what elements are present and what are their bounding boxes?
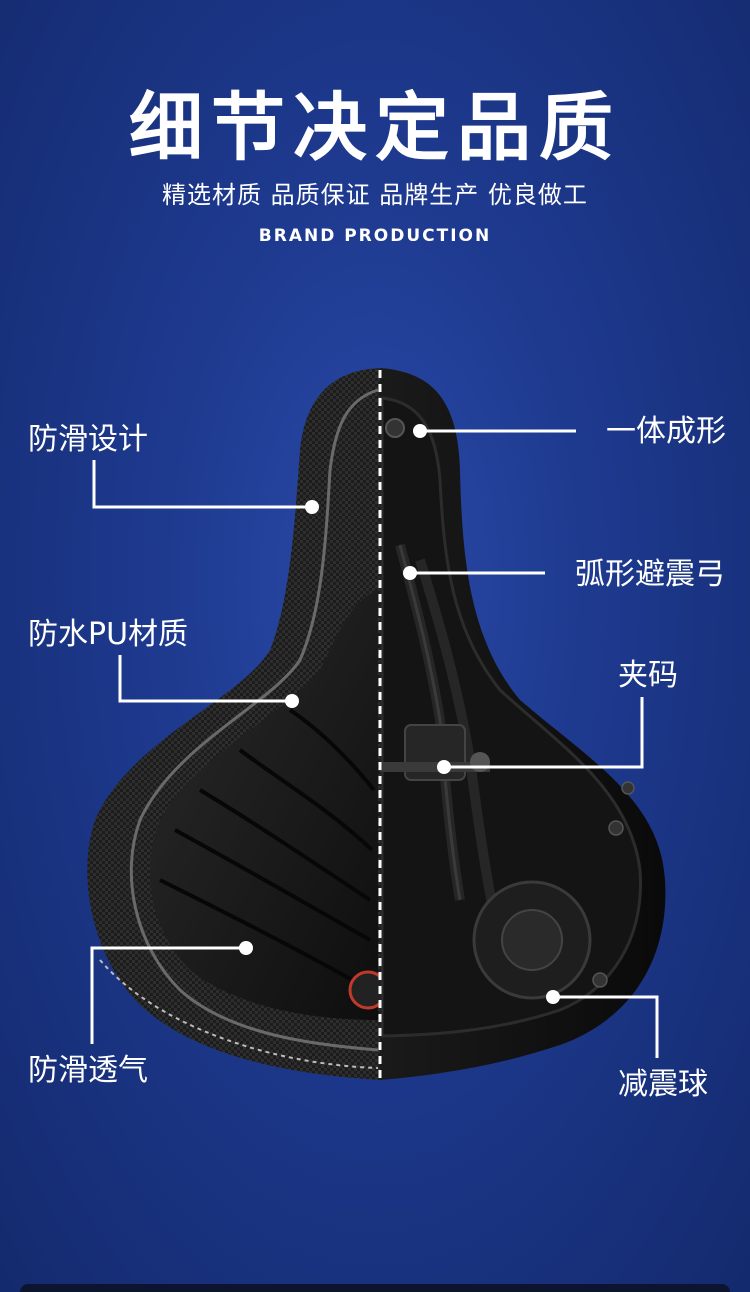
page-title: 细节决定品质 bbox=[129, 85, 621, 171]
label-one-piece-molded: 一体成形 bbox=[606, 414, 726, 449]
bottom-edge-bar bbox=[20, 1284, 730, 1292]
label-arc-shock-bow: 弧形避震弓 bbox=[575, 557, 725, 592]
page-subtitle-english: BRAND PRODUCTION bbox=[258, 226, 492, 246]
saddle-underside bbox=[380, 368, 666, 1080]
right-callout-leaders bbox=[403, 424, 659, 1058]
label-anti-slip-design: 防滑设计 bbox=[28, 422, 148, 457]
label-shock-ball: 减震球 bbox=[618, 1067, 708, 1102]
left-callout-leaders bbox=[90, 460, 319, 1044]
label-clamp: 夹码 bbox=[618, 658, 678, 693]
label-waterproof-pu: 防水PU材质 bbox=[28, 617, 189, 652]
saddle-top-surface bbox=[87, 368, 380, 1080]
label-anti-slip-breathable: 防滑透气 bbox=[28, 1053, 148, 1088]
page-subtitle: 精选材质 品质保证 品牌生产 优良做工 bbox=[162, 181, 588, 209]
